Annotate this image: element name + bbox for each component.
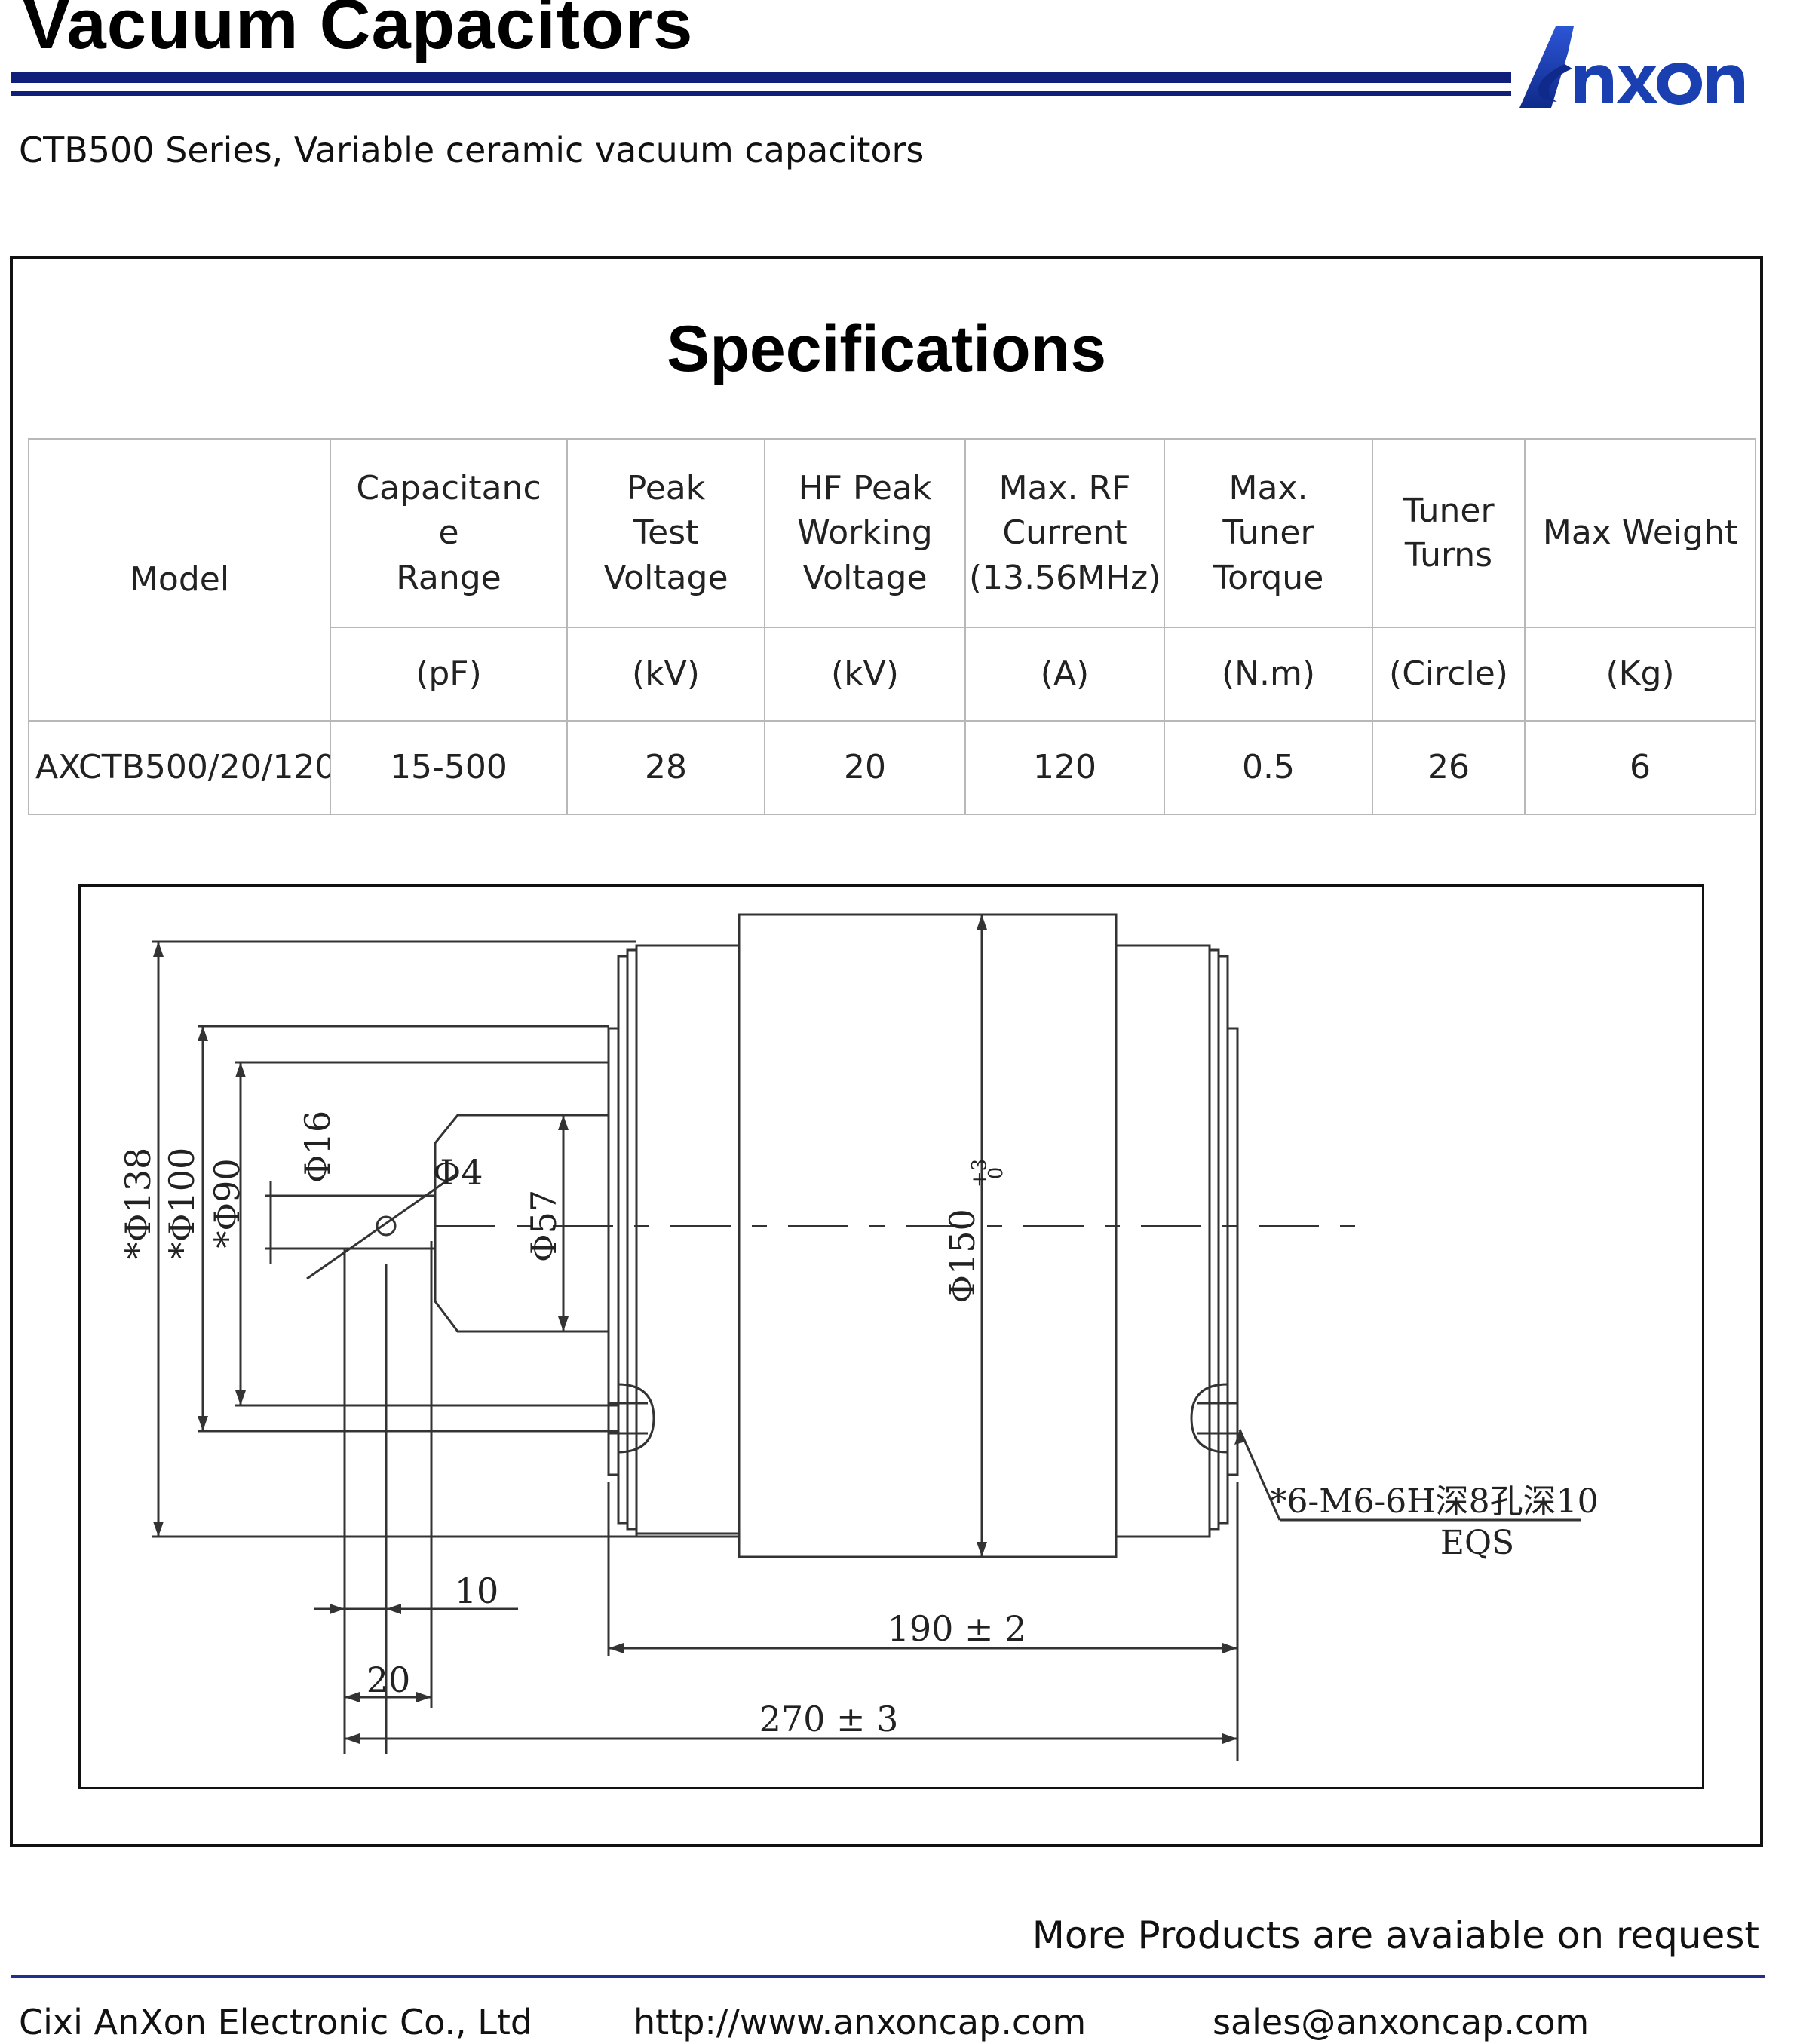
page-subtitle: CTB500 Series, Variable ceramic vacuum c… [19, 130, 925, 170]
footer-website-link[interactable]: http://www.anxoncap.com [633, 2002, 1087, 2042]
unit-peak-test-voltage: (kV) [566, 627, 765, 722]
label-d138: *Φ138 [118, 1148, 158, 1260]
unit-tuner-turns: (Circle) [1372, 627, 1526, 722]
label-tolerance-lower: 0 [985, 1167, 1007, 1180]
page-title: Vacuum Capacitors [23, 0, 694, 63]
label-thread: *6-M6-6H深8孔深10 [1270, 1482, 1598, 1521]
cell-tuner-turns: 26 [1372, 720, 1526, 815]
unit-hf-working-voltage: (kV) [764, 627, 966, 722]
center-cylinder [738, 913, 1118, 1558]
label-tolerance-upper: +3 [968, 1159, 991, 1187]
dimension-drawing: *Φ138 *Φ100 *Φ90 Φ16 Φ4 Φ57 Φ150 10 20 1… [118, 913, 1599, 1761]
header-max-tuner-torque: Max. Tuner Torque [1164, 438, 1373, 628]
cell-max-weight: 6 [1524, 720, 1756, 815]
label-d57: Φ57 [523, 1190, 564, 1262]
header-peak-test-voltage: Peak Test Voltage [566, 438, 765, 628]
more-products-note: More Products are avaiable on request [1032, 1914, 1759, 1957]
anxon-logo [1519, 26, 1744, 108]
header-rule-thin [11, 91, 1511, 96]
table-unit-row: (pF) (kV) (kV) (A) (N.m) (Circle) (Kg) [29, 627, 1756, 722]
unit-max-weight: (Kg) [1524, 627, 1756, 722]
logo-wordmark-nxon [1575, 63, 1744, 105]
label-d100: *Φ100 [161, 1148, 202, 1260]
cell-rf-current: 120 [964, 720, 1165, 815]
cell-model: AXCTB500/20/120 [28, 720, 331, 815]
header-rule-thick [11, 72, 1511, 83]
label-eqs: EQS [1440, 1524, 1514, 1562]
label-d150: Φ150 [942, 1209, 983, 1304]
unit-rf-current: (A) [964, 627, 1165, 722]
footer-company: Cixi AnXon Electronic Co., Ltd [19, 2002, 533, 2042]
header-capacitance-range: Capacitanc e Range [330, 438, 568, 628]
footer-rule [11, 1975, 1765, 1978]
label-d16: Φ16 [297, 1111, 338, 1183]
footer-email-link[interactable]: sales@anxoncap.com [1213, 2002, 1590, 2042]
cell-hf-working-voltage: 20 [764, 720, 966, 815]
unit-tuner-torque: (N.m) [1164, 627, 1373, 722]
label-d90: *Φ90 [207, 1158, 247, 1248]
specifications-title: Specifications [666, 313, 1107, 385]
cell-tuner-torque: 0.5 [1164, 720, 1373, 815]
specifications-panel: Specifications Model Capacitanc e Range … [10, 256, 1763, 1847]
label-dim20: 20 [366, 1659, 411, 1700]
header-hf-peak-working-voltage: HF Peak Working Voltage [764, 438, 966, 628]
dimension-drawing-frame: *Φ138 *Φ100 *Φ90 Φ16 Φ4 Φ57 Φ150 10 20 1… [78, 884, 1704, 1789]
unit-capacitance: (pF) [330, 627, 568, 722]
header-max-weight: Max Weight [1524, 438, 1756, 628]
bore-circle [376, 1215, 397, 1237]
label-d4: Φ4 [433, 1152, 483, 1193]
cell-peak-test-voltage: 28 [566, 720, 765, 815]
label-dim270: 270 ± 3 [759, 1699, 899, 1739]
table-row: AXCTB500/20/120 15-500 28 20 120 0.5 26 … [28, 720, 1756, 815]
header-tuner-turns: Tuner Turns [1372, 438, 1526, 628]
specifications-table: Model Capacitanc e Range Peak Test Volta… [28, 438, 1756, 815]
header-max-rf-current: Max. RF Current (13.56MHz) [964, 438, 1165, 628]
left-body [635, 944, 739, 1538]
header-model: Model [28, 438, 331, 722]
cell-capacitance-range: 15-500 [330, 720, 568, 815]
table-header-row: Model Capacitanc e Range Peak Test Volta… [28, 438, 1756, 722]
label-dim190: 190 ± 2 [888, 1608, 1027, 1649]
left-terminal [434, 1114, 609, 1333]
label-dim10: 10 [455, 1571, 499, 1611]
right-body [1116, 944, 1211, 1538]
